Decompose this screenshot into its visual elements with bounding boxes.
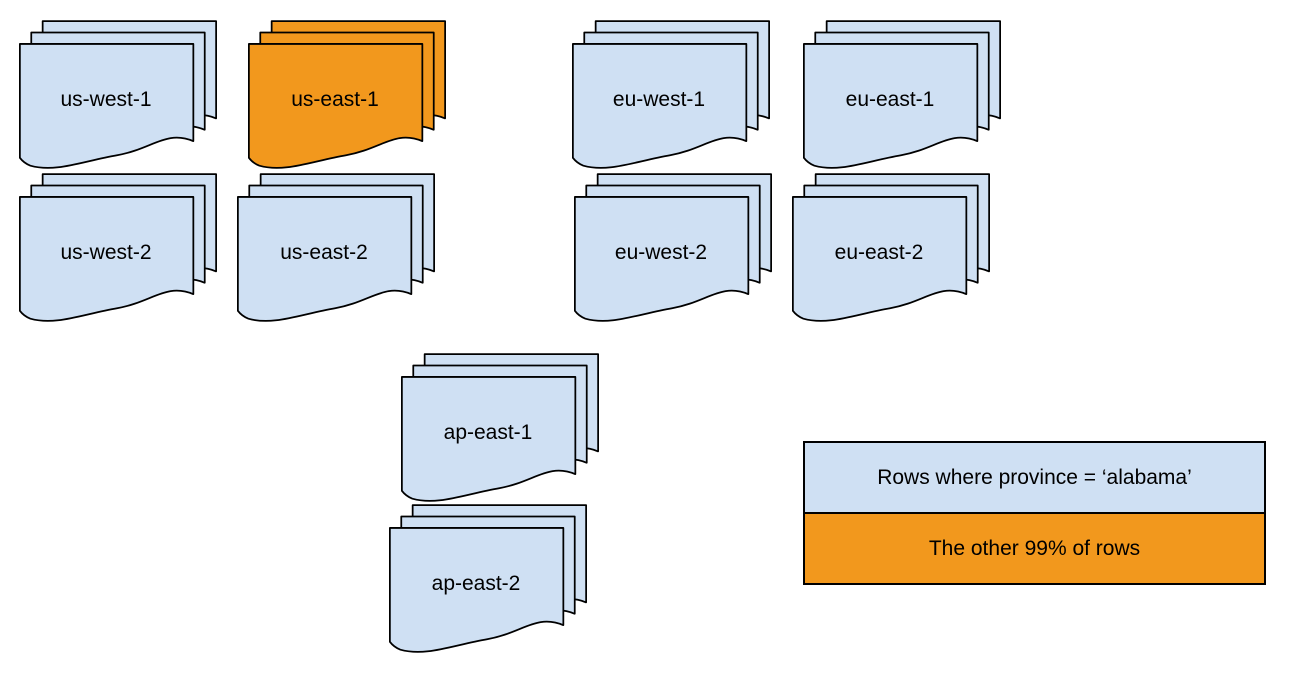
document-shape xyxy=(248,43,424,169)
document-shape xyxy=(803,43,979,169)
document-shape xyxy=(19,196,195,322)
region-stack-ap-east-1: ap-east-1 xyxy=(401,353,602,502)
document-shape xyxy=(792,196,968,322)
document-shape xyxy=(19,43,195,169)
document-stack-icon xyxy=(237,173,435,322)
region-stack-us-east-1: us-east-1 xyxy=(248,20,449,169)
document-stack-icon xyxy=(19,173,217,322)
document-stack-icon xyxy=(401,353,599,502)
document-stack-icon xyxy=(19,20,217,169)
legend-item-alabama-rows: Rows where province = ‘alabama’ xyxy=(805,443,1264,512)
region-stack-eu-east-2: eu-east-2 xyxy=(792,173,993,322)
region-stack-us-west-2: us-west-2 xyxy=(19,173,220,322)
document-shape xyxy=(574,196,750,322)
legend: Rows where province = ‘alabama’ The othe… xyxy=(803,441,1266,585)
region-stack-ap-east-2: ap-east-2 xyxy=(389,504,590,653)
document-stack-icon xyxy=(389,504,587,653)
document-stack-icon xyxy=(803,20,1001,169)
legend-item-other-rows: The other 99% of rows xyxy=(805,512,1264,583)
document-stack-icon xyxy=(574,173,772,322)
document-stack-icon xyxy=(792,173,990,322)
document-stack-icon xyxy=(248,20,446,169)
region-stack-us-east-2: us-east-2 xyxy=(237,173,438,322)
document-stack-icon xyxy=(572,20,770,169)
region-stack-eu-west-2: eu-west-2 xyxy=(574,173,775,322)
region-stack-us-west-1: us-west-1 xyxy=(19,20,220,169)
document-shape xyxy=(389,527,565,653)
region-stack-eu-east-1: eu-east-1 xyxy=(803,20,1004,169)
document-shape xyxy=(237,196,413,322)
legend-item-label: The other 99% of rows xyxy=(928,536,1141,560)
document-shape xyxy=(401,376,577,502)
legend-item-label: Rows where province = ‘alabama’ xyxy=(877,465,1192,489)
region-stack-eu-west-1: eu-west-1 xyxy=(572,20,773,169)
document-shape xyxy=(572,43,748,169)
